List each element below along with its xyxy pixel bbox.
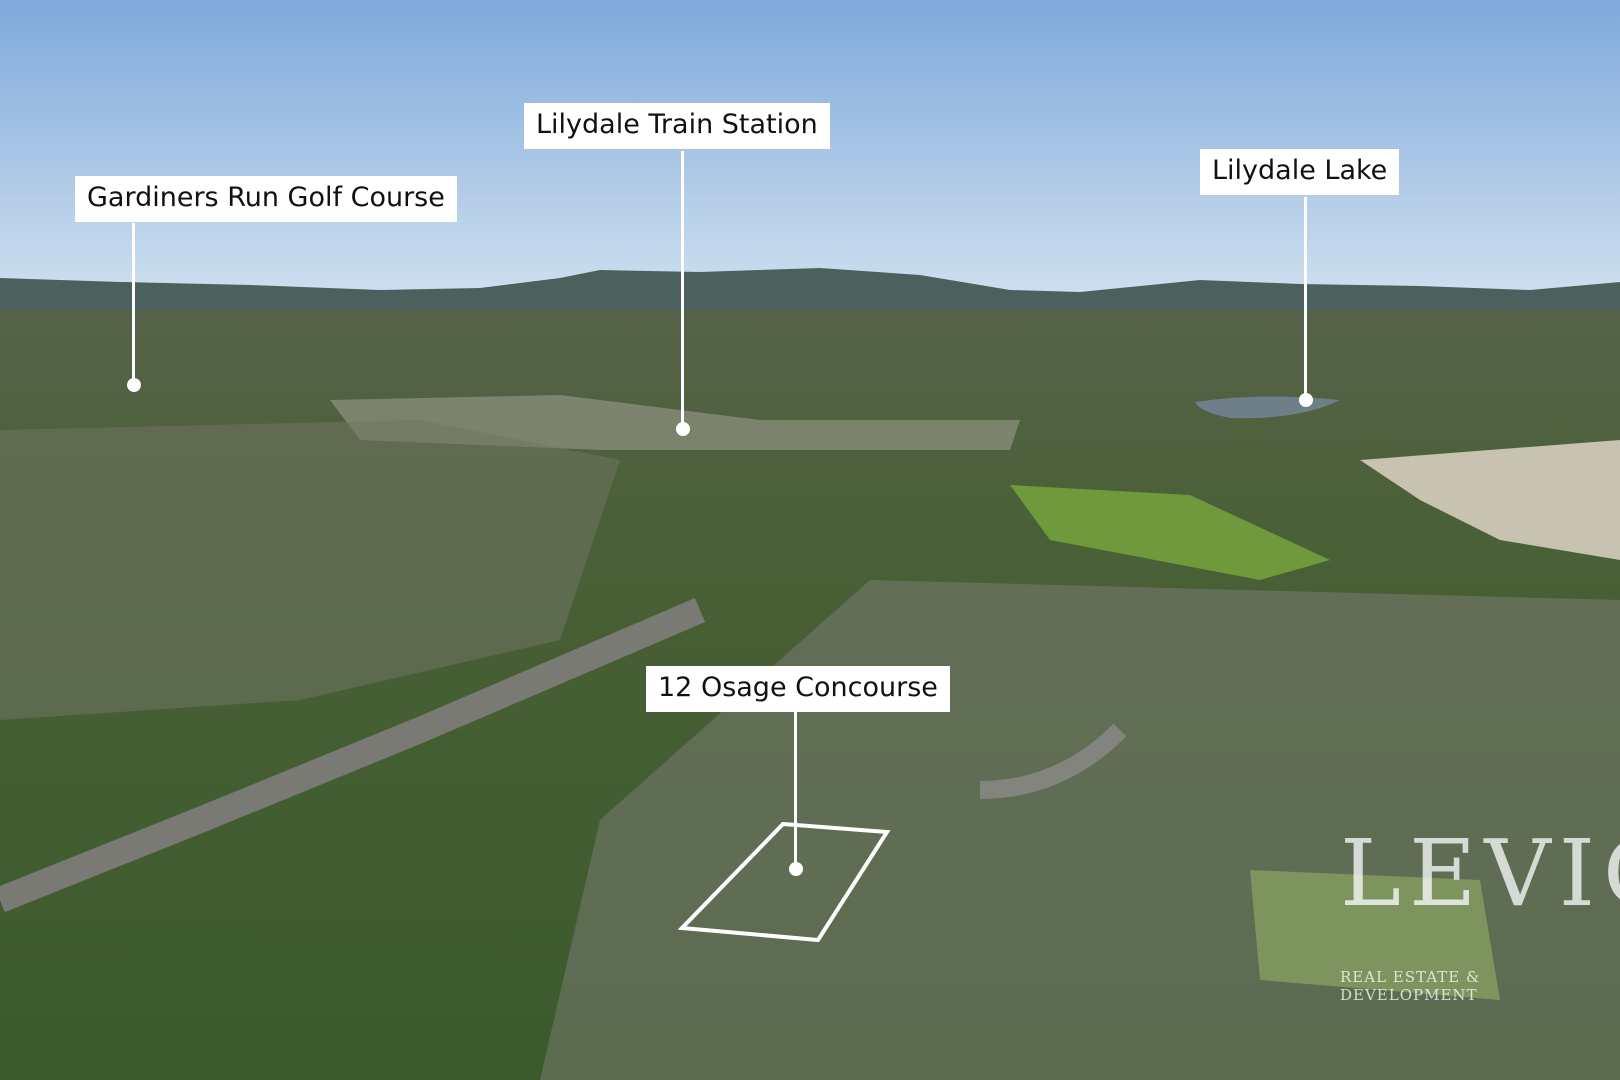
leader-line-golf bbox=[132, 223, 135, 383]
paddock bbox=[1010, 485, 1330, 580]
leader-line-property bbox=[794, 712, 797, 867]
callout-label-train: Lilydale Train Station bbox=[524, 103, 830, 150]
pin-golf bbox=[127, 378, 141, 392]
highway bbox=[0, 598, 706, 913]
pin-property bbox=[789, 862, 803, 876]
leader-line-lake bbox=[1304, 197, 1307, 397]
callout-label-golf: Gardiners Run Golf Course bbox=[75, 176, 457, 223]
leader-line-train bbox=[681, 151, 684, 426]
suburb-left bbox=[0, 420, 620, 720]
property-outline bbox=[677, 821, 891, 943]
pin-lake bbox=[1299, 393, 1313, 407]
callout-label-lake: Lilydale Lake bbox=[1200, 149, 1400, 196]
callout-label-property: 12 Osage Concourse bbox=[646, 666, 950, 713]
watermark-tagline: REAL ESTATE & DEVELOPMENT bbox=[1340, 968, 1481, 1004]
watermark-logo: LEVIC bbox=[1340, 820, 1620, 927]
town-centre bbox=[330, 395, 1020, 450]
pin-train bbox=[676, 422, 690, 436]
quarry bbox=[1360, 440, 1620, 560]
